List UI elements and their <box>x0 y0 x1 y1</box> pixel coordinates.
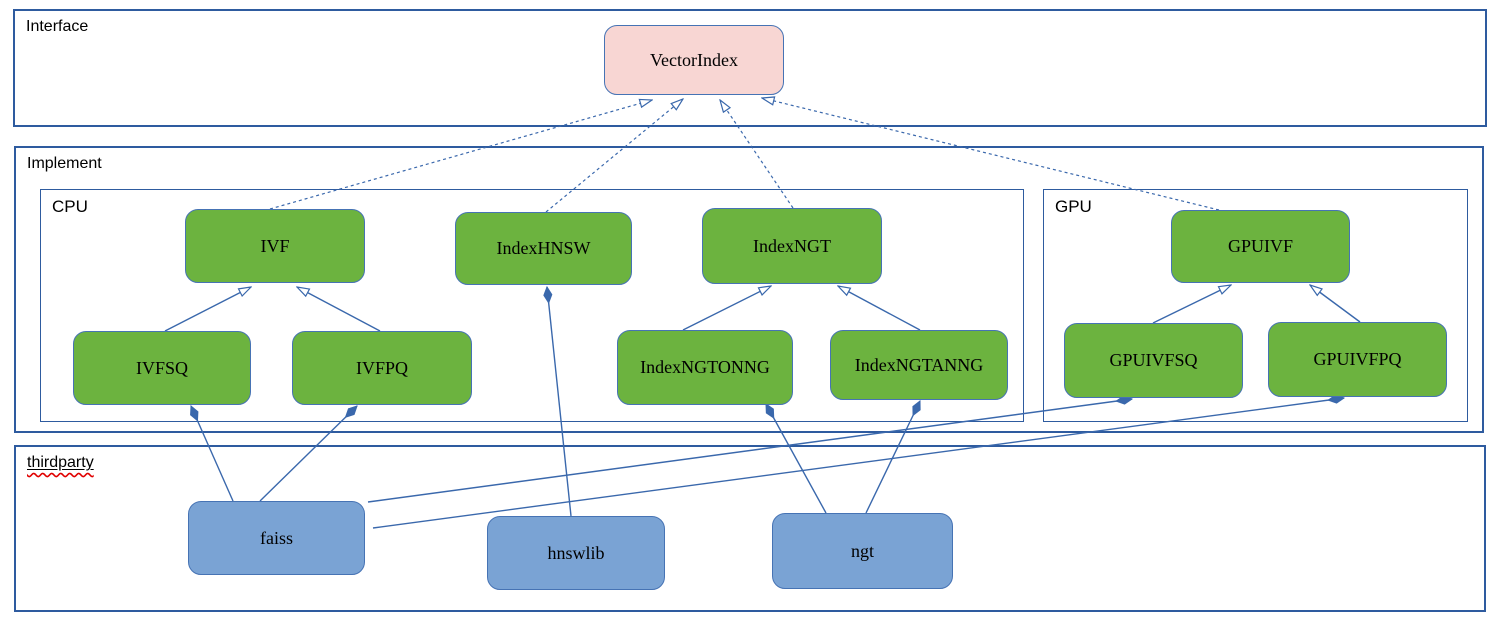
edge-inheritance-gpuivfsq-gpuivf <box>1152 285 1231 324</box>
section-thirdparty-label: thirdparty <box>27 454 94 472</box>
node-ngt[interactable]: ngt <box>772 513 953 589</box>
node-indexngt-label: IndexNGT <box>753 235 831 256</box>
edge-composition-faiss-ivfpq <box>259 406 357 502</box>
edge-composition-hnswlib-indexhnsw <box>547 287 572 517</box>
node-indexhnsw[interactable]: IndexHNSW <box>455 212 632 285</box>
edge-realization-gpuivf-vectorindex <box>762 98 1220 211</box>
section-implement-label: Implement <box>27 155 102 172</box>
node-ivfsq-label: IVFSQ <box>135 357 188 378</box>
section-gpu: GPU <box>1043 189 1468 422</box>
node-gpuivfsq-label: GPUIVFSQ <box>1109 350 1198 370</box>
node-faiss[interactable]: faiss <box>188 501 365 575</box>
section-interface-label: Interface <box>26 18 89 35</box>
node-gpuivf-label: GPUIVF <box>1227 236 1293 256</box>
edge-composition-faiss-gpuivfsq <box>367 399 1132 503</box>
node-vectorindex-label: VectorIndex <box>650 49 738 70</box>
edge-realization-indexngt-vectorindex <box>720 100 794 209</box>
node-gpuivfpq-label: GPUIVFPQ <box>1313 349 1402 369</box>
section-interface: Interface <box>13 9 1487 127</box>
edge-composition-ngt-indexngtonng <box>765 404 827 514</box>
node-ivf-label: IVF <box>260 235 290 256</box>
node-hnswlib[interactable]: hnswlib <box>487 516 665 590</box>
node-ivf[interactable]: IVF <box>185 209 365 283</box>
node-indexngtanng[interactable]: IndexNGTANNG <box>830 330 1008 400</box>
node-indexhnsw-label: IndexHNSW <box>496 238 591 258</box>
section-implement: Implement <box>14 146 1484 433</box>
node-ivfsq[interactable]: IVFSQ <box>73 331 251 405</box>
node-vectorindex[interactable]: VectorIndex <box>604 25 784 95</box>
edge-inheritance-gpuivfpq-gpuivf <box>1310 285 1361 323</box>
node-indexngt[interactable]: IndexNGT <box>702 208 882 284</box>
node-ivfpq-label: IVFPQ <box>355 357 408 378</box>
section-cpu-label: CPU <box>52 197 88 216</box>
node-indexngtanng-label: IndexNGTANNG <box>854 354 984 375</box>
node-ivfpq[interactable]: IVFPQ <box>292 331 472 405</box>
node-faiss-label: faiss <box>260 527 293 548</box>
node-gpuivf[interactable]: GPUIVF <box>1171 210 1350 283</box>
edge-realization-ivf-vectorindex <box>269 100 652 210</box>
section-gpu-label: GPU <box>1055 197 1092 216</box>
node-gpuivfsq[interactable]: GPUIVFSQ <box>1064 323 1243 398</box>
edge-composition-faiss-ivfsq <box>191 406 234 502</box>
edge-inheritance-ivfpq-ivf <box>297 287 381 332</box>
node-indexngtonng-label: IndexNGTONNG <box>640 357 770 377</box>
node-ngt-label: ngt <box>850 540 874 561</box>
edge-inheritance-indexngtanng-indexngt <box>838 286 921 331</box>
edge-composition-ngt-indexngtanng <box>865 401 920 514</box>
edge-inheritance-indexngtonng-indexngt <box>682 286 771 331</box>
node-hnswlib-label: hnswlib <box>547 542 605 563</box>
node-gpuivfpq[interactable]: GPUIVFPQ <box>1268 322 1447 397</box>
edge-inheritance-ivfsq-ivf <box>164 287 251 332</box>
node-indexngtonng[interactable]: IndexNGTONNG <box>617 330 793 405</box>
edge-realization-indexhnsw-vectorindex <box>545 99 683 213</box>
section-thirdparty-label-text: thirdparty <box>27 454 94 471</box>
section-thirdparty: thirdparty <box>14 445 1486 612</box>
section-cpu: CPU <box>40 189 1024 422</box>
edge-composition-faiss-gpuivfpq <box>372 398 1344 529</box>
